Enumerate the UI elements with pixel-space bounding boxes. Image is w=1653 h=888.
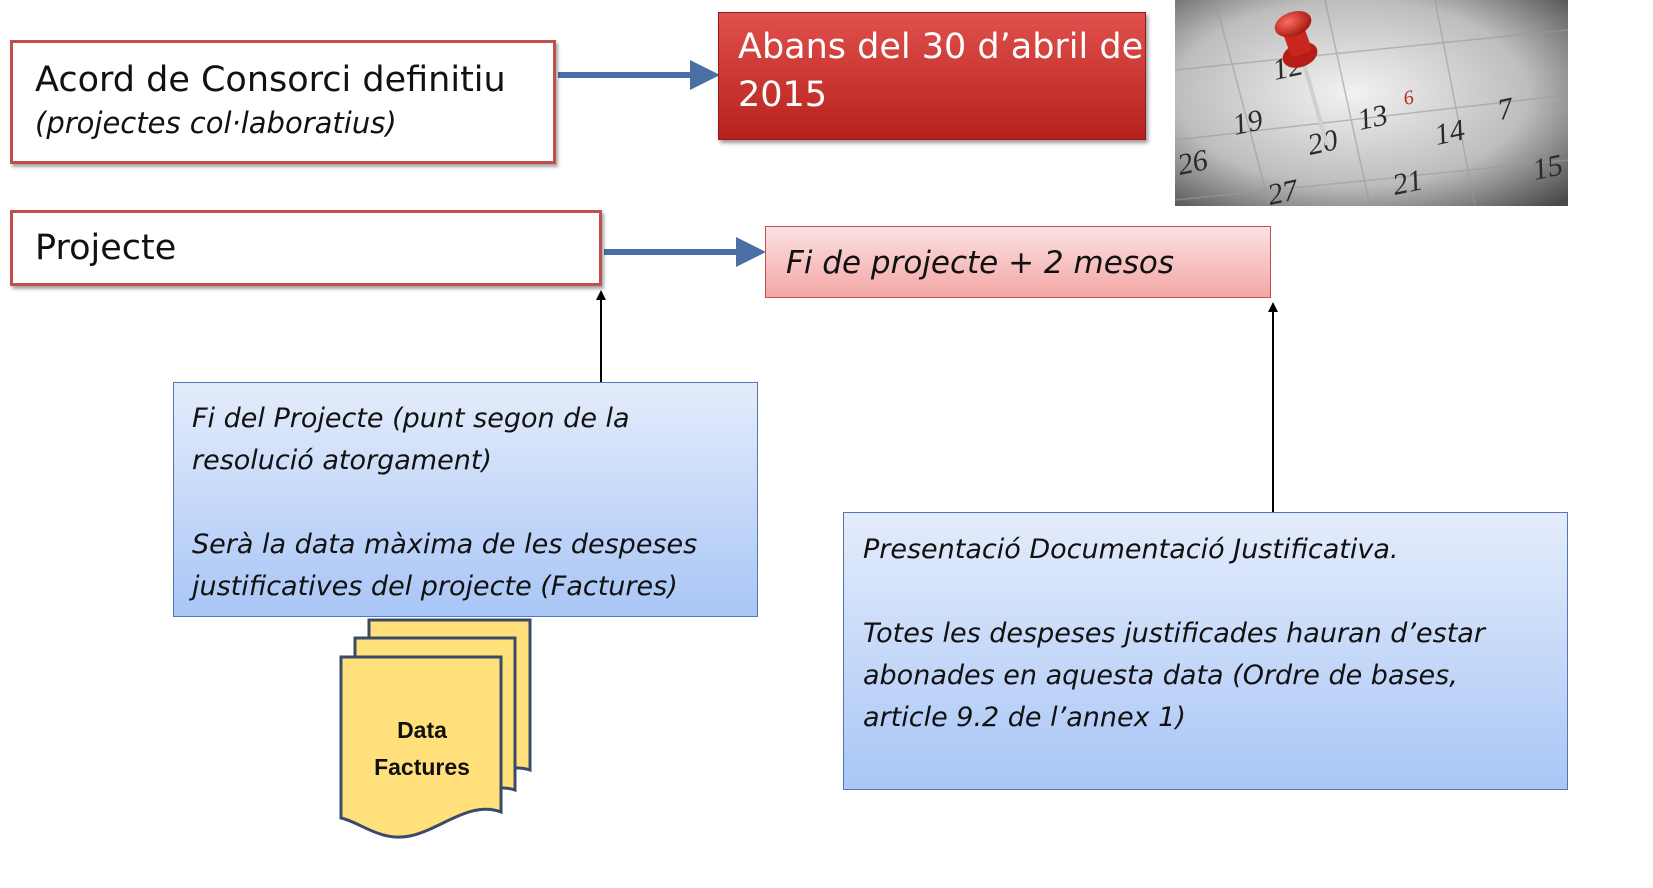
presentacio-note: Presentació Documentació Justificativa. … <box>843 512 1568 790</box>
document-stack-icon <box>339 618 532 839</box>
calendar-grid <box>1175 0 1568 206</box>
calendar-number: 15 <box>1530 148 1566 187</box>
calendar-number: 14 <box>1432 113 1468 152</box>
fi-del-line2: resolució atorgament) <box>192 445 492 476</box>
fi-del-line3: Serà la data màxima de les despeses <box>192 529 698 560</box>
acord-title: Acord de Consorci definitiu <box>35 60 506 100</box>
deadline-fi-projecte-box: Fi de projecte + 2 mesos <box>765 226 1271 298</box>
fi-del-line4: justificatives del projecte (Factures) <box>192 571 678 602</box>
document-label-line2: Factures <box>374 754 470 780</box>
presentacio-line3: abonades en aquesta data (Ordre de bases… <box>863 660 1458 691</box>
calendar-number: 26 <box>1175 143 1211 182</box>
projecte-box: Projecte <box>10 210 602 286</box>
calendar-number: 6 <box>1401 86 1415 110</box>
deadline-abans-box: Abans del 30 d’abril de 2015 <box>718 12 1146 140</box>
presentacio-line4: article 9.2 de l’annex 1) <box>863 702 1186 733</box>
calendar-pin-photo: 12 6 7 19 20 13 14 15 26 27 21 <box>1175 0 1568 206</box>
push-pin-icon <box>1274 10 1329 146</box>
fi-del-projecte-note: Fi del Projecte (punt segon de la resolu… <box>173 382 758 617</box>
calendar-number: 21 <box>1390 163 1426 202</box>
fi-del-line1: Fi del Projecte (punt segon de la <box>192 403 630 434</box>
document-label: Data Factures <box>355 712 489 786</box>
calendar-number: 13 <box>1355 98 1391 137</box>
calendar-number: 19 <box>1230 103 1266 142</box>
presentacio-line2: Totes les despeses justificades hauran d… <box>863 618 1485 649</box>
acord-consorci-box: Acord de Consorci definitiu (projectes c… <box>10 40 556 164</box>
presentacio-line1: Presentació Documentació Justificativa. <box>863 534 1399 565</box>
acord-subtitle: (projectes col·laboratius) <box>35 106 397 140</box>
document-label-line1: Data <box>397 717 447 743</box>
